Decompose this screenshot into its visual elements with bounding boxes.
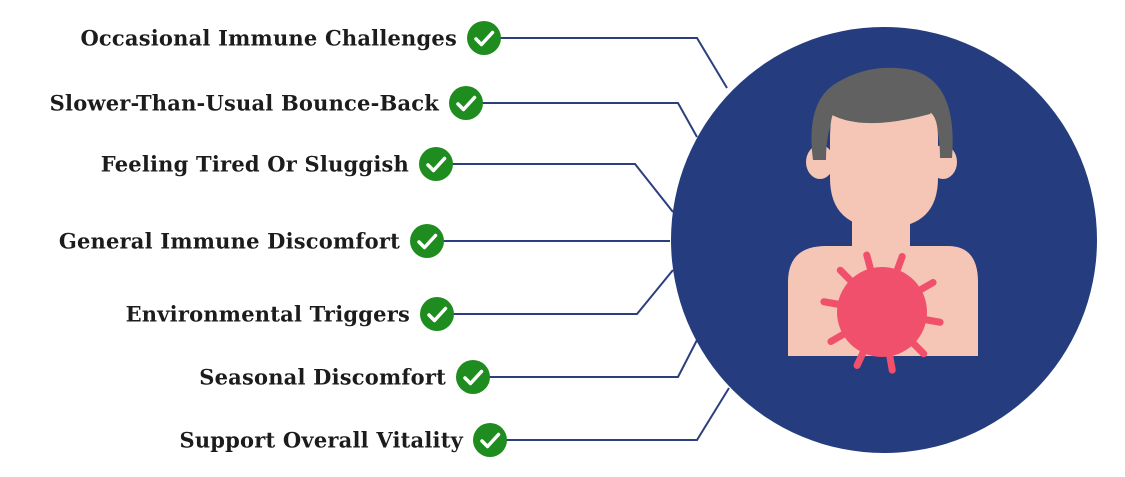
person-with-virus-icon: [788, 67, 978, 374]
check-icons: [410, 21, 507, 457]
connector-line: [437, 269, 674, 315]
check-circle-icon: [467, 21, 501, 55]
figure-face: [830, 112, 938, 228]
check-circle-icon: [473, 423, 507, 457]
item-label: Occasional Immune Challenges: [80, 25, 457, 51]
item-label: Feeling Tired Or Sluggish: [100, 151, 409, 177]
check-circle-icon: [419, 147, 453, 181]
item-label: Slower-Than-Usual Bounce-Back: [49, 90, 439, 116]
check-circle-icon: [456, 360, 490, 394]
check-circle-icon: [449, 86, 483, 120]
check-circle-icon: [410, 224, 444, 258]
item-label: Seasonal Discomfort: [199, 364, 446, 390]
virus-icon: [820, 251, 944, 374]
virus-core: [837, 267, 927, 357]
connector-line: [490, 387, 730, 441]
item-label: General Immune Discomfort: [58, 228, 400, 254]
connector-line: [466, 102, 698, 138]
connector-lines: [427, 37, 730, 441]
item-label: Environmental Triggers: [125, 301, 410, 327]
figure-hair: [811, 67, 953, 160]
connector-line: [436, 163, 674, 213]
item-label: Support Overall Vitality: [179, 427, 463, 453]
connector-line: [484, 37, 728, 89]
check-circle-icon: [420, 297, 454, 331]
figure-hair-fringe: [824, 98, 936, 124]
connector-line: [473, 339, 698, 378]
